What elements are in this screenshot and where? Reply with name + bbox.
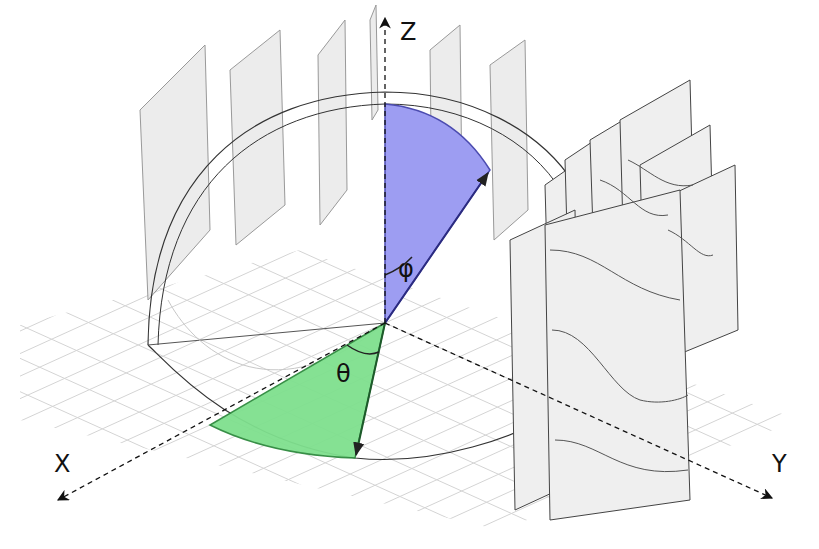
axis-label: Z (400, 20, 416, 44)
dome-inner-rim (158, 104, 562, 345)
grid-line (0, 29, 819, 549)
theta-sector (210, 323, 385, 458)
grid-line (0, 0, 509, 497)
axis-label: Y (772, 452, 787, 476)
grid-line (0, 13, 819, 549)
y-axis (385, 323, 772, 498)
z-axis (384, 18, 385, 323)
grid-line (0, 295, 541, 549)
grid-line (59, 0, 819, 441)
grid-line (0, 187, 745, 549)
grid-line (0, 25, 819, 549)
grid-line (0, 0, 605, 521)
grid-line (0, 0, 765, 549)
grid-line (0, 0, 701, 545)
grid-line (0, 7, 819, 549)
grid-line (0, 37, 819, 549)
grid-line (0, 0, 819, 477)
grid-line (0, 43, 819, 549)
grid-line (161, 0, 819, 387)
grid-line (0, 61, 819, 549)
phi-sector (385, 104, 490, 323)
x-axis (58, 323, 385, 500)
angle-label: θ (336, 362, 351, 386)
grid-line (93, 0, 819, 423)
axis-label: X (54, 452, 70, 476)
grid-line (0, 277, 575, 549)
grid-line (0, 69, 819, 549)
grid-line (0, 0, 541, 505)
grid-line (25, 0, 819, 459)
grid-line (0, 0, 819, 495)
grid-line (195, 0, 819, 369)
angle-label: φ (398, 257, 414, 281)
grid-line (127, 0, 819, 405)
theta-arc (347, 345, 379, 354)
grid-line (0, 79, 819, 549)
grid-line (0, 45, 819, 549)
blade-panels-front (510, 80, 738, 520)
grid-line (0, 77, 819, 549)
grid-line (0, 313, 507, 549)
panel-contours (550, 160, 713, 472)
phi-vector (385, 173, 488, 323)
grid-line (0, 0, 819, 513)
grid-line (0, 0, 819, 531)
grid-line (0, 0, 637, 529)
grid-line (5, 85, 819, 549)
theta-vector (356, 323, 385, 455)
grid-line (0, 0, 797, 549)
grid-line (0, 97, 819, 549)
